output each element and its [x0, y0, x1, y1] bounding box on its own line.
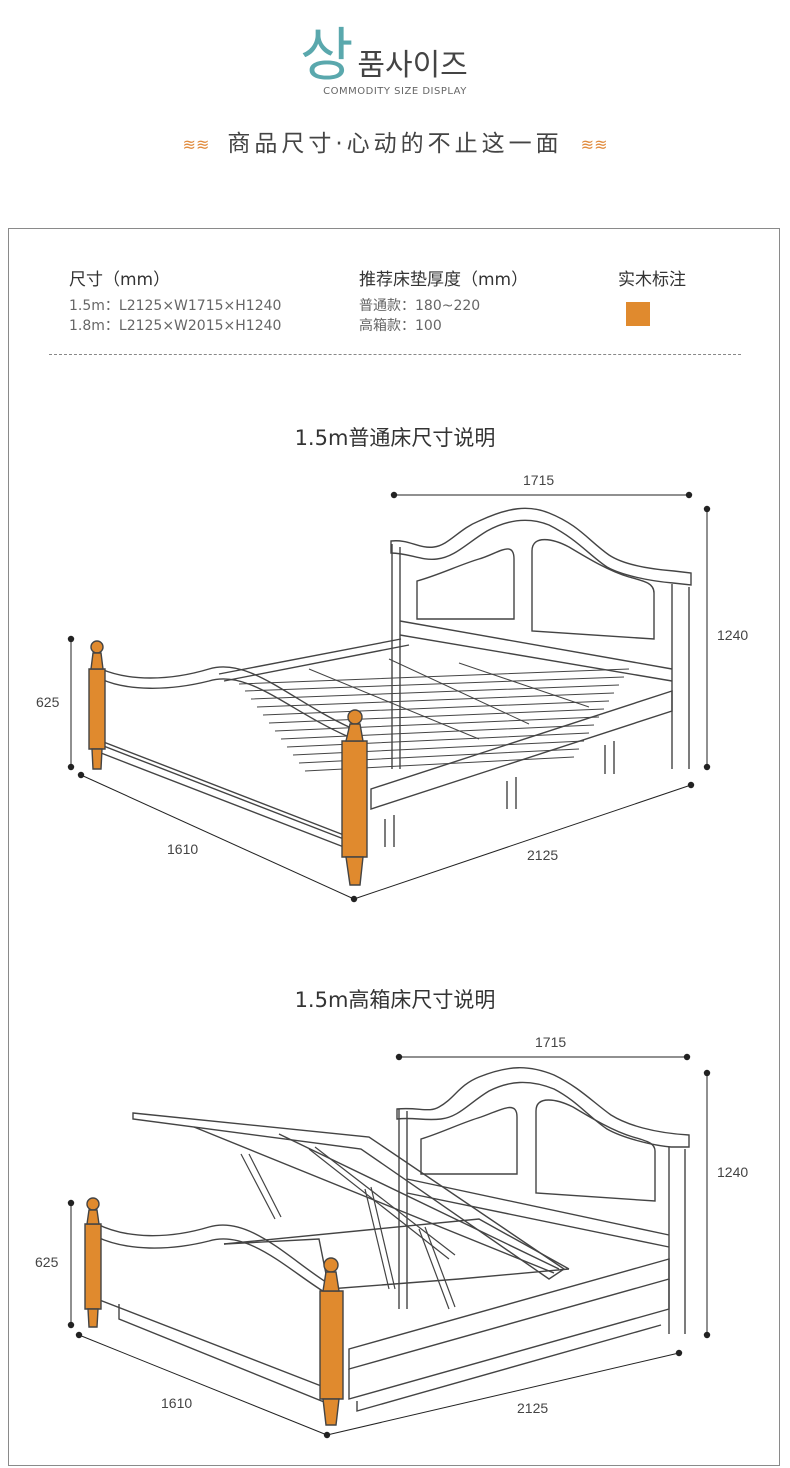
logo-subtitle: COMMODITY SIZE DISPLAY: [323, 86, 467, 97]
d1-foot-height-label: 625: [36, 694, 60, 710]
wood-color-swatch: [626, 302, 650, 326]
spec-panel: 尺寸（mm） 1.5m：L2125×W1715×H1240 1.8m：L2125…: [8, 228, 780, 1466]
mattress-line-2: 高箱款：100: [359, 318, 442, 334]
bed-1-drawing: [70, 494, 708, 900]
d2-width-label: 1715: [535, 1034, 567, 1050]
wave-icon: ≋≋: [182, 135, 210, 154]
d2-foot-height-label: 625: [35, 1254, 59, 1270]
mattress-title: 推荐床垫厚度（mm）: [359, 270, 529, 290]
logo-korean-rest: 품사이즈: [357, 48, 468, 83]
bed-2-drawing: [70, 1056, 708, 1436]
logo-korean-big: 상: [300, 21, 354, 89]
wood-title: 实木标注: [618, 270, 686, 290]
size-line-1: 1.5m：L2125×W1715×H1240: [69, 298, 282, 314]
divider: [49, 354, 741, 355]
wave-icon: ≋≋: [580, 135, 608, 154]
diagram2-title: 1.5m高箱床尺寸说明: [294, 988, 496, 1012]
d2-depth-label: 1610: [161, 1395, 193, 1411]
diagram1-title: 1.5m普通床尺寸说明: [294, 426, 496, 450]
d2-length-label: 2125: [517, 1400, 549, 1416]
size-line-2: 1.8m：L2125×W2015×H1240: [69, 318, 282, 334]
d2-height-label: 1240: [717, 1164, 749, 1180]
size-title: 尺寸（mm）: [69, 270, 171, 290]
bed-drawings: [67, 491, 711, 1439]
d1-length-label: 2125: [527, 847, 559, 863]
d1-depth-label: 1610: [167, 841, 199, 857]
tagline-text: 商品尺寸·心动的不止这一面: [227, 131, 563, 157]
d1-height-label: 1240: [717, 627, 749, 643]
d1-width-label: 1715: [523, 472, 555, 488]
mattress-line-1: 普通款：180~220: [359, 298, 481, 314]
tagline: ≋≋ 商品尺寸·心动的不止这一面 ≋≋: [0, 124, 790, 158]
